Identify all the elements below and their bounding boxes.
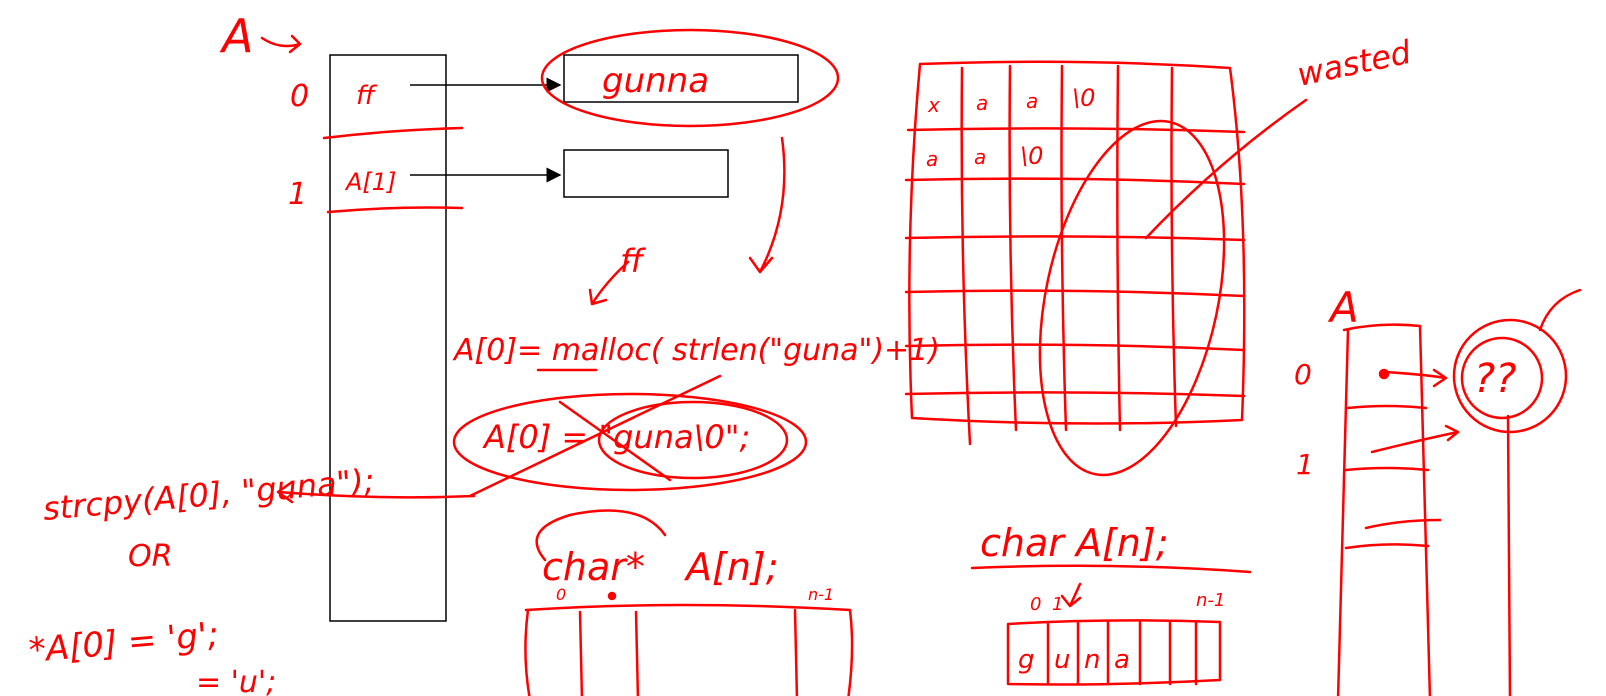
right-pointer-arrow-2	[1364, 518, 1442, 530]
right-array-row-1	[1346, 404, 1428, 410]
grid-r2-c2: a	[974, 145, 986, 169]
strcpy-arrow	[276, 480, 476, 504]
heap-string-text: gunna	[602, 61, 709, 101]
address-note: ff	[620, 242, 647, 280]
check-mark	[1538, 288, 1582, 332]
right-pointer-dot	[1378, 368, 1390, 380]
grid-r1-c2: a	[976, 91, 988, 115]
pointer-array-annotations	[260, 28, 1252, 696]
grid-row-line-6	[904, 391, 1246, 398]
grid-col-line-4	[1116, 64, 1122, 432]
right-array-row-2	[1344, 466, 1430, 472]
deref-line-1: *A[0] = 'g';	[27, 615, 220, 671]
right-array-row-3	[1344, 543, 1430, 550]
char-star-swirl	[535, 509, 667, 562]
char-array-index-first: 0	[1030, 594, 1041, 615]
right-array-box	[1336, 323, 1432, 696]
question-circle-outer	[1452, 318, 1568, 434]
pointer-row-divider-c	[793, 608, 799, 696]
grid-outline	[908, 60, 1246, 425]
grid-r1-c3: a	[1026, 89, 1038, 113]
char-array-index-second: 1	[1052, 594, 1063, 615]
right-array-index-0: 0	[1294, 358, 1312, 391]
char-array-letter-1: u	[1054, 645, 1070, 675]
grid-row-line-3	[904, 235, 1246, 242]
strike-through-1	[558, 400, 672, 482]
grid-r1-c4: \0	[1072, 84, 1095, 112]
pointer-array-box	[329, 54, 447, 622]
pointer-row-box	[524, 603, 854, 696]
pointer-index-1: 1	[288, 177, 307, 212]
wasted-label: wasted	[1294, 33, 1415, 94]
wasted-region	[1038, 119, 1226, 477]
grid-r2-c3: \0	[1020, 142, 1043, 170]
deref-line-2: = 'u';	[196, 665, 276, 696]
array-name-arrow	[260, 34, 302, 54]
text-layer: A 0 1 ff A[1] gunna ff A[0]= malloc( str…	[27, 9, 1516, 696]
heap-to-malloc-arrow	[748, 136, 786, 274]
ff-note-arrow	[588, 260, 630, 306]
rejected-line: A[0] = "guna\0";	[482, 418, 750, 456]
char-grid	[904, 60, 1308, 477]
malloc-line: A[0]= malloc( strlen("guna")+1)	[452, 333, 940, 368]
heap-string-box	[563, 54, 799, 103]
grid-col-line-3	[1060, 64, 1068, 432]
char-star-type: char*	[542, 545, 645, 589]
right-pointer-arrow-1	[1370, 424, 1460, 454]
heap-empty-box	[563, 149, 729, 198]
char-array-letter-2: n	[1084, 645, 1100, 675]
cell-divider-0	[322, 126, 464, 140]
right-array-name: A	[1327, 283, 1359, 332]
grid-r2-c1: a	[926, 147, 938, 171]
char-array-index-last: n-1	[1196, 590, 1225, 611]
char-row-box	[1006, 619, 1222, 686]
pointer-row-divider-b	[634, 610, 640, 696]
char-star-index-first: 0	[556, 585, 566, 604]
wasted-arrow	[1144, 98, 1308, 240]
strcpy-line: strcpy(A[0], "guna");	[41, 461, 375, 528]
right-pointer-array	[1336, 288, 1582, 696]
grid-r1-c1: x	[927, 93, 940, 117]
pointer-array-diagram	[329, 54, 799, 622]
question-stem	[1506, 414, 1512, 696]
right-pointer-arrow-0	[1382, 368, 1448, 388]
pointer-row-divider-a	[578, 610, 584, 696]
grid-row-line-5	[904, 343, 1246, 352]
char-star-rest: A[n];	[683, 545, 779, 589]
pointer-cell-0: ff	[356, 81, 378, 111]
grid-col-line-5	[1170, 66, 1178, 428]
pointer-row-dot	[607, 591, 617, 601]
right-array-index-1: 1	[1296, 448, 1314, 481]
grid-row-line-1	[906, 127, 1246, 134]
grid-row-line-4	[904, 289, 1246, 298]
char-array-letter-3: a	[1114, 645, 1130, 675]
pointer-array-name: A	[219, 9, 253, 63]
question-text: ??	[1474, 356, 1516, 402]
grid-col-line-1	[960, 66, 972, 446]
heap-string-circle	[540, 28, 840, 128]
char-array-letter-0: g	[1018, 645, 1035, 675]
strike-through-2	[468, 374, 722, 498]
grid-col-line-2	[1008, 64, 1018, 432]
pointer-index-0: 0	[290, 79, 309, 114]
or-word: OR	[128, 539, 172, 574]
char-star-index-last: n-1	[808, 585, 834, 604]
index-arrow	[1060, 582, 1082, 608]
grid-row-line-2	[904, 177, 1246, 186]
pointer-cell-1: A[1]	[344, 168, 396, 196]
question-circle-inner	[1460, 336, 1544, 420]
cell-divider-1	[326, 206, 464, 214]
string-literal-oval	[597, 400, 789, 480]
char-array-declaration: char A[n];	[980, 521, 1169, 565]
char-decl-underline	[970, 564, 1252, 574]
rejected-assignment-oval	[452, 392, 808, 492]
